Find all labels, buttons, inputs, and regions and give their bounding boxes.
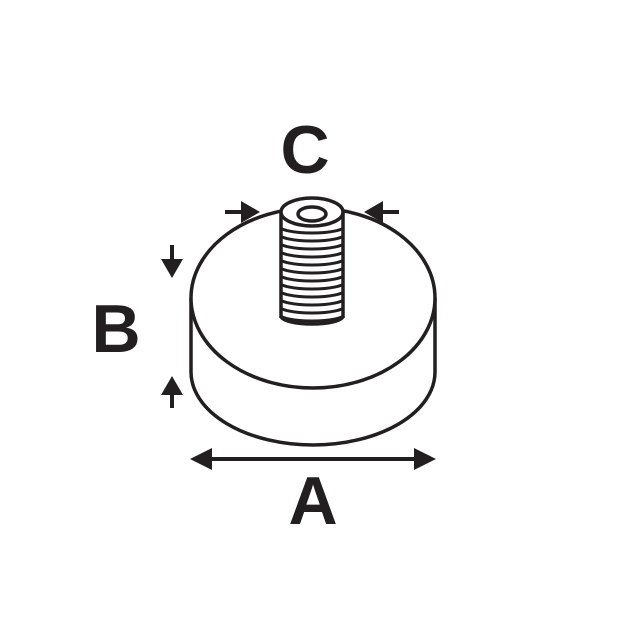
dimension-c-arrows — [225, 201, 399, 223]
dimension-c-label: C — [280, 112, 329, 188]
dimension-b-label: B — [91, 291, 140, 367]
threaded-stud — [279, 196, 345, 326]
dimension-a-arrow — [190, 448, 436, 470]
dimension-a-label: A — [288, 463, 337, 539]
dimension-b-arrows — [161, 245, 183, 408]
stud-bore — [296, 205, 328, 223]
